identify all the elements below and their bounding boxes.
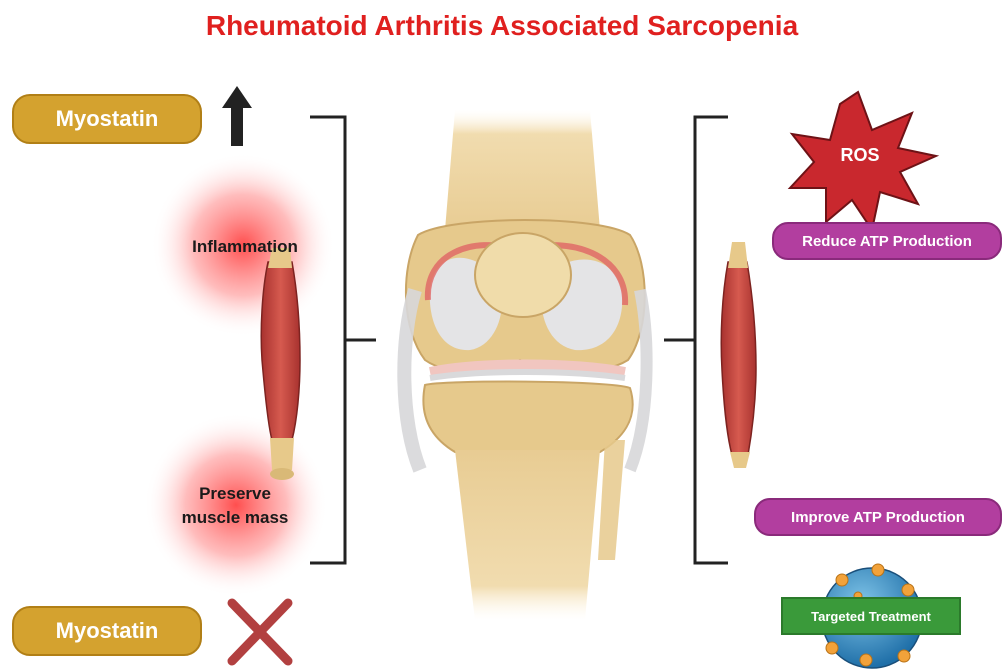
cross-icon bbox=[232, 603, 288, 661]
knee-joint-illustration bbox=[404, 110, 646, 620]
myostatin-bottom-badge: Myostatin bbox=[12, 606, 202, 656]
muscle-illustration-right bbox=[721, 242, 756, 468]
preserve-line1: Preserve bbox=[150, 482, 320, 506]
ros-label: ROS bbox=[830, 145, 890, 166]
up-arrow-icon bbox=[222, 86, 252, 146]
reduce-atp-badge: Reduce ATP Production bbox=[772, 222, 1002, 260]
preserve-label: Preserve muscle mass bbox=[150, 482, 320, 530]
targeted-treatment-box: Targeted Treatment bbox=[781, 597, 961, 635]
improve-atp-badge: Improve ATP Production bbox=[754, 498, 1002, 536]
preserve-line2: muscle mass bbox=[150, 506, 320, 530]
myostatin-top-badge: Myostatin bbox=[12, 94, 202, 144]
inflammation-label: Inflammation bbox=[160, 237, 330, 257]
right-bracket bbox=[664, 117, 728, 563]
